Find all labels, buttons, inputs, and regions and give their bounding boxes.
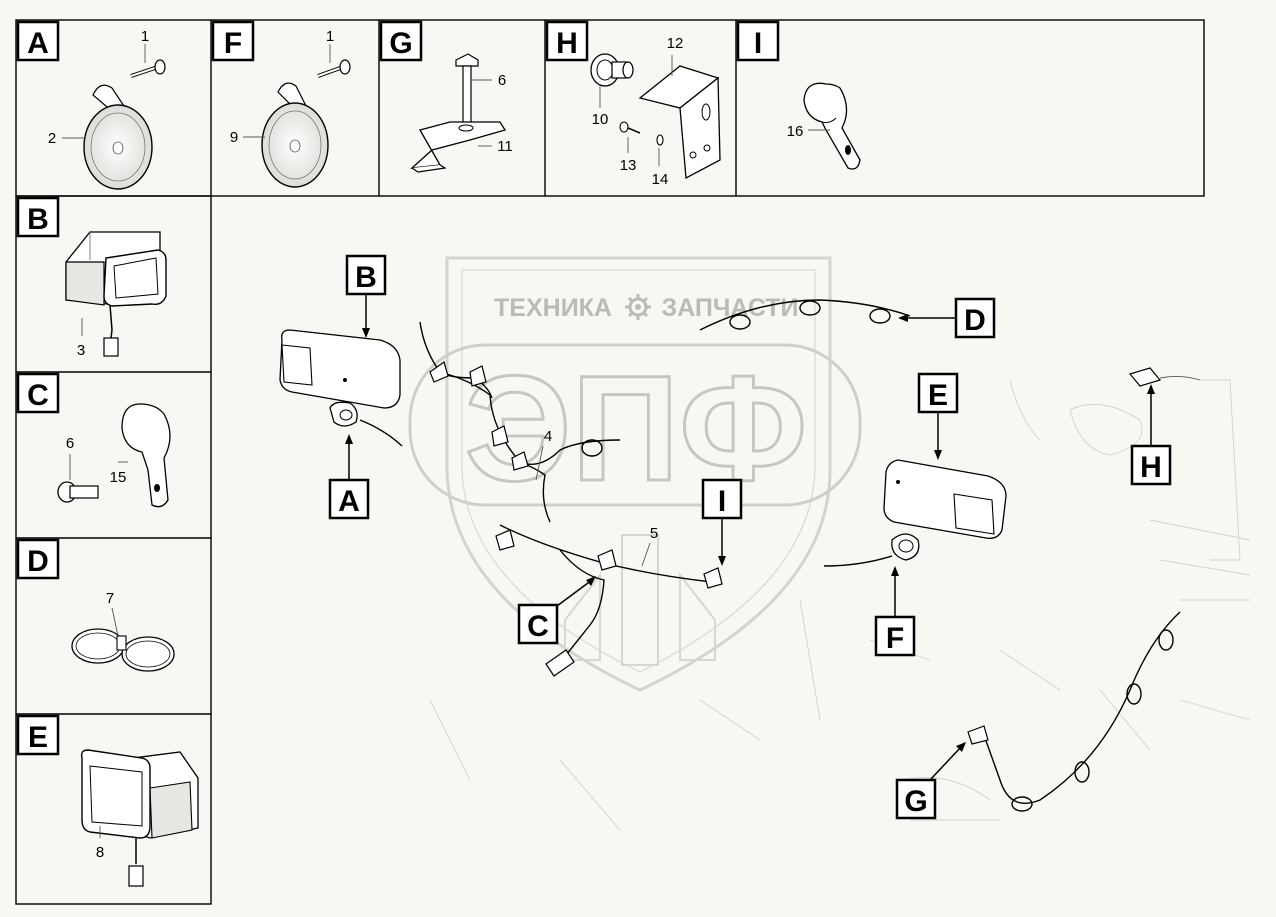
label-c: C	[527, 610, 549, 643]
callout-14: 14	[652, 171, 669, 188]
label-e: E	[928, 379, 948, 412]
label-h: H	[1140, 451, 1162, 484]
bracket-part	[638, 65, 721, 180]
panel-b-letter: B	[27, 203, 49, 236]
callout-11: 11	[497, 138, 513, 155]
panel-e: E 8	[16, 714, 199, 887]
panel-c: C 6 15	[16, 372, 171, 508]
watermark: ТЕХНИКА ЗАПЧАСТИ ЭПФ	[408, 256, 862, 692]
callout-10: 10	[592, 111, 609, 128]
bolt-part	[317, 59, 351, 78]
horn-part	[261, 82, 329, 188]
callout-12: 12	[667, 35, 684, 52]
panel-e-letter: E	[28, 721, 48, 754]
panel-g-letter: G	[389, 27, 412, 60]
horn-part	[83, 84, 153, 190]
label-a: A	[338, 485, 360, 518]
callout-1: 1	[326, 28, 334, 45]
main-view: 4 5 B A C I D E F	[279, 254, 1201, 820]
label-d: D	[964, 304, 986, 337]
panel-i-letter: I	[754, 27, 762, 60]
sensor-part	[590, 53, 634, 87]
callout-7: 7	[106, 590, 114, 607]
work-lamp-left	[279, 329, 403, 447]
panel-h: H 10 12 13 14	[545, 20, 721, 188]
cable-tie-part	[71, 628, 175, 672]
bracket-part	[410, 121, 507, 173]
panel-f: F 1 9	[211, 20, 351, 188]
callout-8: 8	[96, 844, 104, 861]
panel-g: G 6 11	[379, 20, 513, 173]
label-f: F	[886, 622, 904, 655]
panel-i: I 16	[736, 20, 861, 170]
panel-a: A 1 2	[16, 20, 166, 190]
callout-1: 1	[141, 28, 149, 45]
panel-a-letter: A	[27, 27, 49, 60]
callout-6: 6	[66, 435, 74, 452]
watermark-left-word: ТЕХНИКА	[494, 294, 612, 322]
label-i-box	[701, 478, 743, 520]
clamp-part	[803, 82, 861, 170]
bolt-part	[130, 59, 166, 78]
watermark-monogram: ЭПФ	[465, 344, 808, 512]
background-sketch	[429, 379, 1251, 831]
work-lamp-part	[65, 231, 167, 357]
label-c-box	[517, 603, 559, 645]
gear-icon	[625, 294, 651, 320]
callout-3: 3	[77, 342, 85, 359]
callout-2: 2	[48, 130, 56, 147]
panel-frames	[15, 19, 1205, 905]
label-i: I	[718, 485, 726, 518]
panel-d: D 7	[16, 538, 175, 672]
callout-16: 16	[787, 123, 804, 140]
callout-15: 15	[110, 469, 127, 486]
callout-13: 13	[620, 157, 637, 174]
watermark-right-word: ЗАПЧАСТИ	[661, 294, 798, 322]
screw-part	[619, 121, 664, 146]
callout-9: 9	[230, 129, 238, 146]
label-a-box	[328, 478, 370, 520]
callout-5: 5	[650, 525, 658, 542]
wiring-harness	[419, 299, 1201, 812]
label-g-box	[895, 778, 937, 820]
label-g: G	[904, 785, 927, 818]
panel-b: B 3	[16, 196, 167, 359]
panel-h-letter: H	[556, 27, 578, 60]
clamp-part	[121, 403, 171, 508]
label-b: B	[355, 261, 377, 294]
panel-f-letter: F	[224, 27, 242, 60]
panel-d-letter: D	[27, 545, 49, 578]
bolt-part	[57, 481, 99, 503]
callout-6: 6	[498, 72, 506, 89]
callout-4: 4	[544, 428, 552, 445]
bolt-part	[455, 53, 479, 127]
work-lamp-part	[80, 749, 199, 887]
panel-c-letter: C	[27, 379, 49, 412]
work-lamp-right	[823, 459, 1007, 567]
